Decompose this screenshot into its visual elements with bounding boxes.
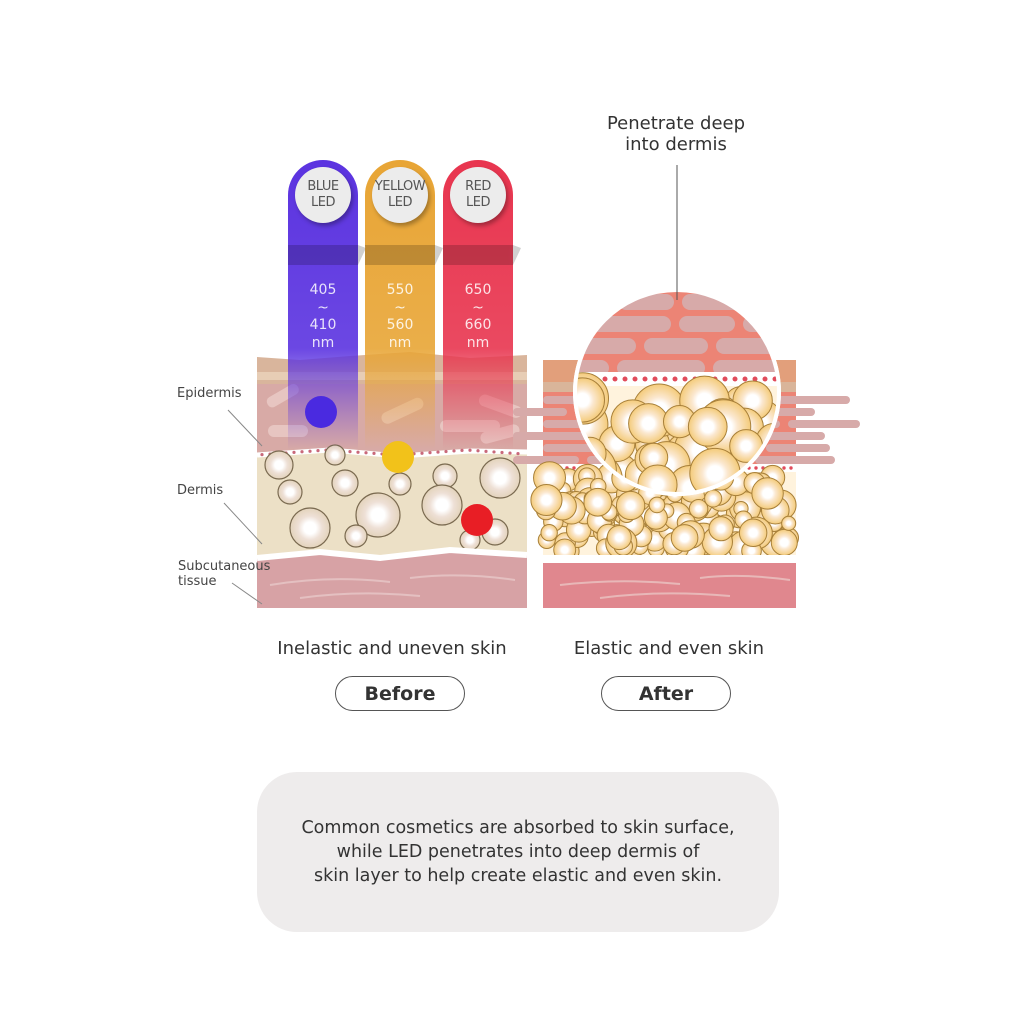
red-led-badge [450, 167, 506, 223]
layer-leader-lines [223, 409, 263, 605]
after-button[interactable]: After [601, 676, 731, 711]
epidermis-label: Epidermis [177, 386, 242, 401]
red-led-beam [443, 160, 513, 450]
dermis-label: Dermis [177, 483, 224, 498]
blue-led-beam [288, 160, 358, 450]
after-subcutaneous-layer [543, 563, 796, 608]
blue-led-badge [295, 167, 351, 223]
before-caption: Inelastic and uneven skin [277, 638, 507, 659]
after-caption: Elastic and even skin [573, 638, 765, 659]
yellow-led-badge [372, 167, 428, 223]
summary-box: Common cosmetics are absorbed to skin su… [257, 772, 779, 932]
summary-line: skin layer to help create elastic and ev… [313, 866, 723, 886]
yellow-led-beam [365, 160, 435, 450]
summary-line: while LED penetrates into deep dermis of [336, 842, 700, 862]
yellow-light-particle [382, 441, 414, 473]
summary-line: Common cosmetics are absorbed to skin su… [301, 818, 735, 838]
blue-light-particle [305, 396, 337, 428]
red-light-particle [461, 504, 493, 536]
led-beams [288, 160, 521, 536]
subcutaneous-layer [257, 550, 527, 608]
before-button[interactable]: Before [335, 676, 465, 711]
